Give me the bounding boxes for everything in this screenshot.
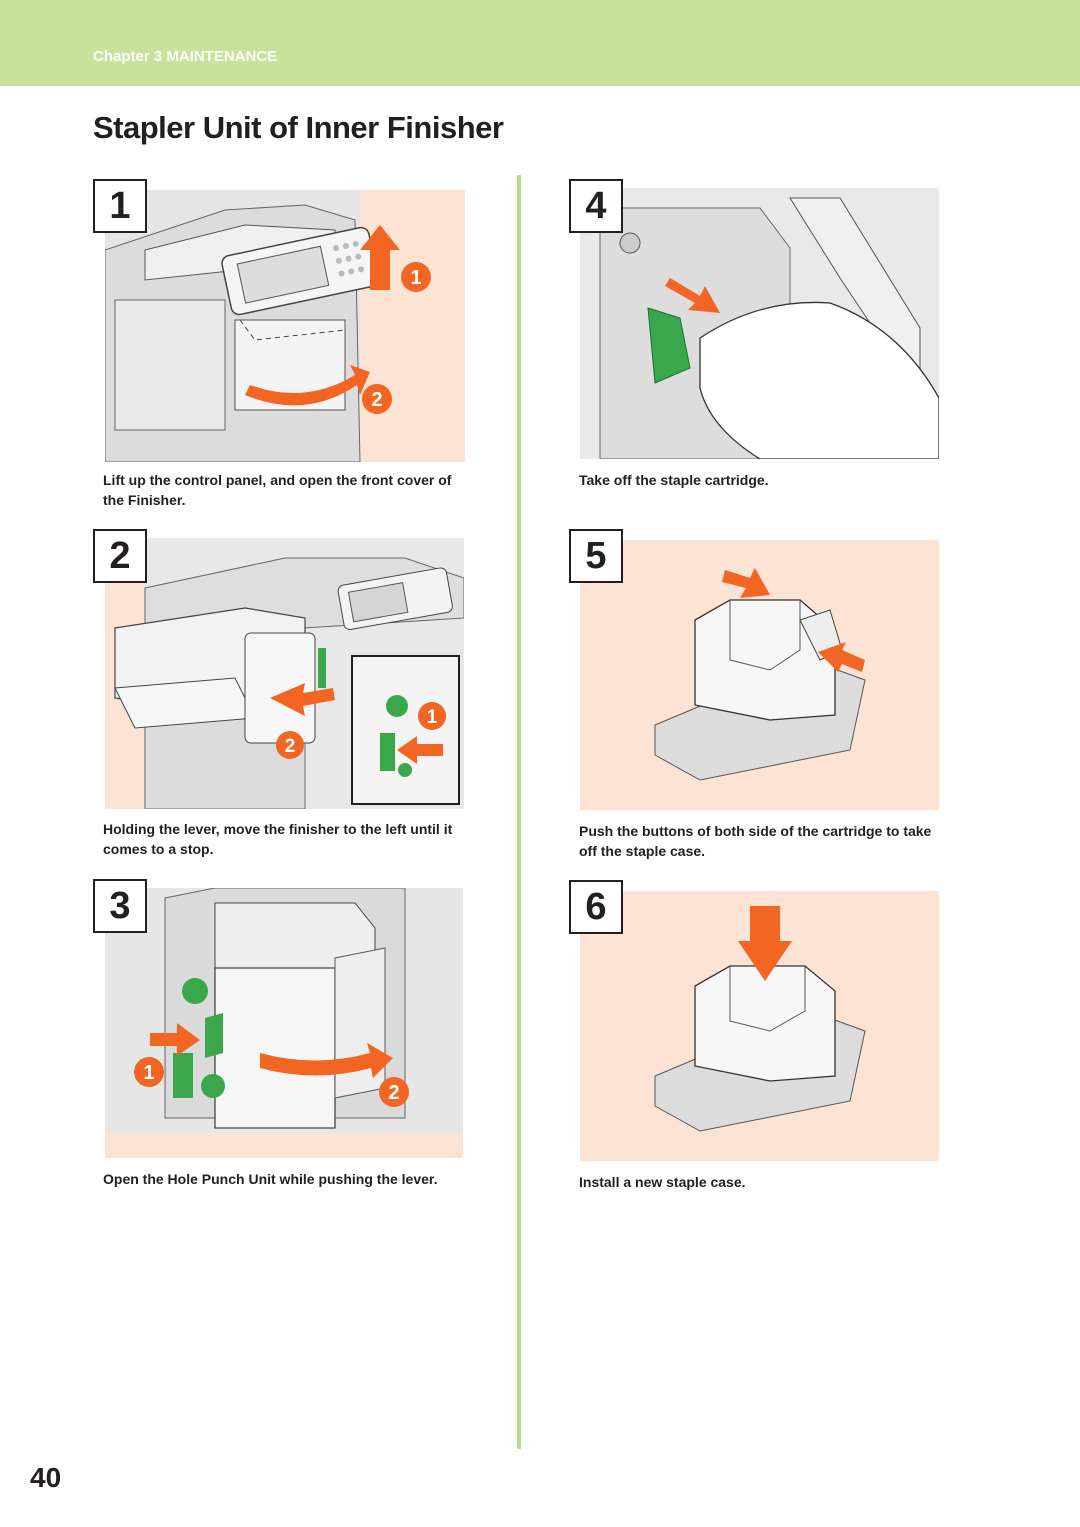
arrow-icon (260, 1043, 393, 1078)
arrow-icon (270, 683, 335, 716)
step-marker-icon: 1 (427, 707, 438, 728)
step-1-caption: Lift up the control panel, and open the … (103, 472, 452, 508)
staple-cartridge-illustration (654, 568, 866, 781)
arrow-icon (665, 278, 720, 313)
step-3-caption: Open the Hole Punch Unit while pushing t… (103, 1171, 438, 1187)
step-number-4: 4 (569, 179, 623, 233)
step-5-illustration (580, 540, 939, 810)
step-number-3: 3 (93, 879, 147, 933)
column-divider (517, 175, 521, 1449)
chapter-band: Chapter 3 MAINTENANCE (0, 0, 1080, 86)
page-title: Stapler Unit of Inner Finisher (93, 110, 504, 145)
arrow-icon (397, 736, 443, 764)
step-2-illustration: 1 2 (105, 538, 464, 809)
step-1-illustration: 1 2 (105, 190, 465, 462)
step-number-2: 2 (93, 529, 147, 583)
step-marker-icon: 1 (143, 1062, 154, 1084)
arrow-icon (818, 642, 865, 672)
step-3-illustration: 1 2 (105, 888, 463, 1158)
arrow-icon (360, 225, 400, 290)
page-number: 40 (30, 1462, 62, 1493)
step-number-5: 5 (569, 529, 623, 583)
step-number-1: 1 (93, 179, 147, 233)
staple-cartridge-illustration (654, 906, 866, 1132)
step-marker-icon: 2 (371, 389, 382, 411)
arrow-icon (150, 1023, 200, 1056)
chapter-label: Chapter 3 MAINTENANCE (93, 48, 278, 65)
step-6-illustration (580, 891, 939, 1161)
step-5-caption: Push the buttons of both side of the car… (579, 823, 932, 859)
step-4-illustration (580, 188, 939, 459)
step-number-6: 6 (569, 880, 623, 934)
step-marker-icon: 2 (285, 736, 296, 757)
step-2-caption: Holding the lever, move the finisher to … (103, 821, 453, 857)
arrow-icon (722, 568, 770, 598)
step-4-caption: Take off the staple cartridge. (579, 472, 769, 488)
step-marker-icon: 2 (388, 1082, 399, 1104)
arrow-icon (245, 365, 370, 406)
step-marker-icon: 1 (410, 267, 421, 289)
arrow-icon (738, 906, 792, 981)
step-6-caption: Install a new staple case. (579, 1174, 746, 1190)
